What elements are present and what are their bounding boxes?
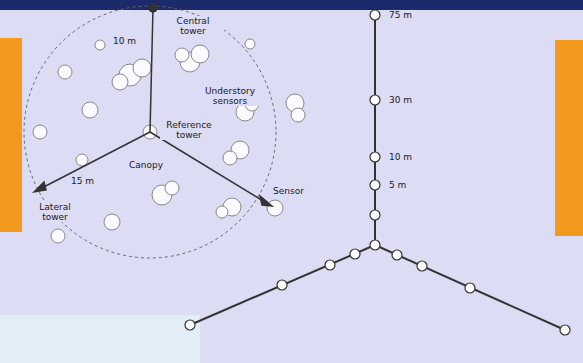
slide-ground xyxy=(0,315,200,363)
side-bar xyxy=(555,40,583,236)
transects xyxy=(34,4,272,206)
height-label: 75 m xyxy=(388,10,413,20)
sensor-circles xyxy=(185,10,570,335)
side-bar xyxy=(0,38,22,232)
height-label: 5 m xyxy=(388,180,407,190)
tower-frame xyxy=(190,15,565,330)
plot-boundary xyxy=(24,6,276,258)
tower-label: Reference tower xyxy=(160,120,218,140)
sensor-label: Understory sensors xyxy=(198,86,262,106)
distance-label: 10 m xyxy=(112,36,137,46)
tower-label: Central tower xyxy=(162,16,224,36)
distance-label: 15 m xyxy=(70,176,95,186)
height-label: 30 m xyxy=(388,95,413,105)
figure-ground xyxy=(22,10,555,310)
tower-label: Lateral tower xyxy=(30,202,80,222)
sensor-label: Sensor xyxy=(272,186,305,196)
top-bar xyxy=(0,0,583,10)
canopy-label: Canopy xyxy=(128,160,164,170)
figure-ground xyxy=(200,300,583,363)
height-label: 10 m xyxy=(388,152,413,162)
